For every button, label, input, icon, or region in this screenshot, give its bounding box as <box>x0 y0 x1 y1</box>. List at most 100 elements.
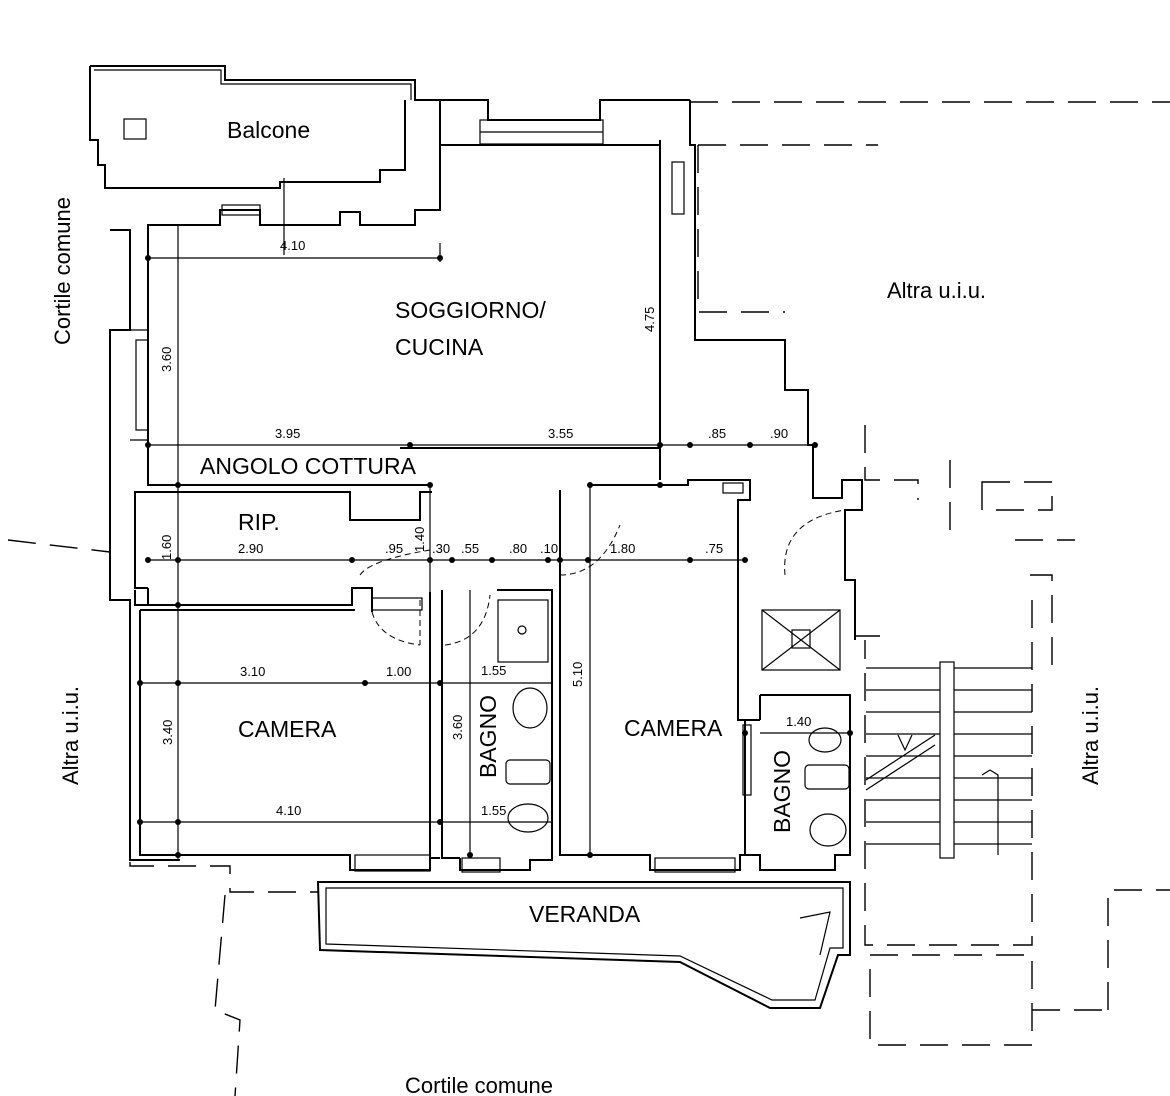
dim-3-55: 3.55 <box>548 426 573 441</box>
dimension-tick <box>437 255 443 261</box>
dim-2-90: 2.90 <box>238 541 263 556</box>
dim-0-75: .75 <box>705 541 723 556</box>
dimension-tick <box>585 557 591 563</box>
dimension-tick <box>657 442 663 448</box>
label-altra-left: Altra u.i.u. <box>58 686 83 785</box>
shaft <box>761 609 841 671</box>
wc-left <box>507 803 549 833</box>
dimension-tick <box>847 730 853 736</box>
dim-5-10: 5.10 <box>570 662 585 687</box>
dimension-tick <box>742 730 748 736</box>
boiler-icon <box>722 482 744 494</box>
dimension-lines <box>140 145 850 860</box>
window-camera-right <box>654 857 736 873</box>
dimension-tick <box>175 602 181 608</box>
label-cucina: CUCINA <box>395 334 484 360</box>
dim-0-30: .30 <box>432 541 450 556</box>
label-angolo-cottura: ANGOLO COTTURA <box>200 453 417 479</box>
dim-1-55-a: 1.55 <box>481 663 506 678</box>
dimension-dots <box>137 255 853 858</box>
dim-3-10: 3.10 <box>240 664 265 679</box>
dimension-tick <box>812 442 818 448</box>
dim-4-10-bottom: 4.10 <box>276 803 301 818</box>
dim-3-60-bagno: 3.60 <box>450 715 465 740</box>
sink-right <box>808 727 842 753</box>
dimension-tick <box>362 680 368 686</box>
washbasin-rip <box>371 597 423 611</box>
dim-1-60: 1.60 <box>159 535 174 560</box>
dim-0-95: .95 <box>385 541 403 556</box>
dim-1-40-h: 1.40 <box>786 714 811 729</box>
dimension-tick <box>437 680 443 686</box>
dim-4-10-top: 4.10 <box>280 238 305 253</box>
dimension-tick <box>557 557 563 563</box>
dimension-tick <box>747 442 753 448</box>
bidet-left <box>505 759 551 785</box>
label-veranda: VERANDA <box>529 901 641 927</box>
label-cortile-bottom: Cortile comune <box>405 1073 553 1096</box>
dim-0-10: .10 <box>540 541 558 556</box>
label-soggiorno: SOGGIORNO/ <box>395 297 546 323</box>
dimension-tick <box>175 680 181 686</box>
dimension-tick <box>145 442 151 448</box>
dimension-tick <box>145 255 151 261</box>
dim-0-80: .80 <box>509 541 527 556</box>
dimension-tick <box>175 557 181 563</box>
wc-right <box>809 813 847 847</box>
dimension-tick <box>175 819 181 825</box>
bidet-right <box>804 764 850 790</box>
dimension-tick <box>467 852 473 858</box>
dimension-tick <box>687 557 693 563</box>
dimension-tick <box>742 557 748 563</box>
label-balcone: Balcone <box>227 117 310 143</box>
dimension-tick <box>407 442 413 448</box>
dimension-tick <box>427 557 433 563</box>
window-bagno-right <box>742 724 752 796</box>
window-balcony <box>221 204 261 216</box>
dimension-tick <box>145 557 151 563</box>
dimension-tick <box>587 852 593 858</box>
label-altra-top: Altra u.i.u. <box>887 278 986 303</box>
label-camera-right: CAMERA <box>624 715 723 741</box>
dimension-tick <box>137 680 143 686</box>
dimension-tick <box>587 482 593 488</box>
dimension-tick <box>175 482 181 488</box>
dashed-boundaries <box>7 101 1170 1096</box>
label-cortile-left: Cortile comune <box>50 197 75 345</box>
dim-0-90: .90 <box>770 426 788 441</box>
window-bagno-left <box>461 857 501 873</box>
dim-1-40-v: 1.40 <box>412 527 427 552</box>
window-left <box>135 339 149 431</box>
dimension-tick <box>137 819 143 825</box>
dimension-tick <box>449 557 455 563</box>
door-swings <box>359 509 846 646</box>
dim-3-60-top: 3.60 <box>159 347 174 372</box>
fixtures <box>497 599 850 847</box>
label-bagno-right: BAGNO <box>769 750 795 833</box>
dim-1-00: 1.00 <box>386 664 411 679</box>
label-altra-right: Altra u.i.u. <box>1078 686 1103 785</box>
dim-1-80: 1.80 <box>610 541 635 556</box>
vent <box>671 161 685 215</box>
dimension-tick <box>427 482 433 488</box>
dimension-tick <box>657 482 663 488</box>
dimension-tick <box>175 852 181 858</box>
dimension-tick <box>489 557 495 563</box>
dimension-tick <box>349 557 355 563</box>
dimension-tick <box>687 442 693 448</box>
veranda <box>316 881 851 1009</box>
dim-0-85: .85 <box>708 426 726 441</box>
dim-3-40: 3.40 <box>160 720 175 745</box>
label-rip: RIP. <box>238 509 280 535</box>
balcony-square-icon <box>123 118 147 140</box>
window-camera-left <box>354 854 431 872</box>
dimension-tick <box>437 819 443 825</box>
staircase <box>865 661 1032 859</box>
dim-1-55-b: 1.55 <box>481 803 506 818</box>
label-bagno-left: BAGNO <box>475 695 501 778</box>
shower-left <box>497 599 549 663</box>
dim-4-75: 4.75 <box>642 307 657 332</box>
sink-left <box>512 687 548 729</box>
label-camera-left: CAMERA <box>238 716 337 742</box>
